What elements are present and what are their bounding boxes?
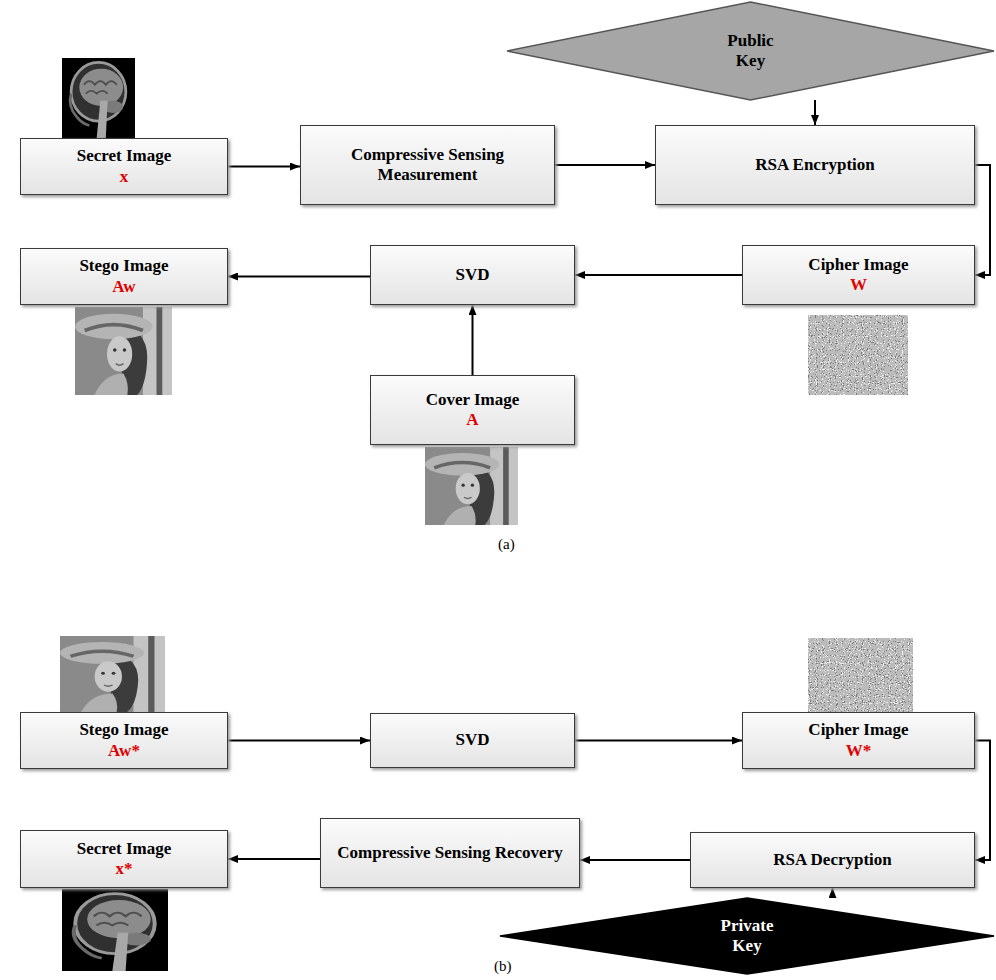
symbol-text: x — [120, 167, 129, 187]
flow-arrow — [228, 858, 320, 860]
symbol-text: W — [850, 275, 867, 295]
flow-arrow — [814, 100, 816, 125]
node-text: Stego Image — [79, 256, 168, 276]
flow-arrow — [975, 165, 990, 275]
cipher-thumbnail — [808, 315, 908, 395]
node-text: Cover Image — [426, 390, 520, 410]
symbol-text: x* — [116, 859, 133, 879]
node-text: RSA Decryption — [773, 850, 892, 870]
image-box: Secret Imagex — [20, 138, 228, 195]
node-text: RSA Encryption — [755, 155, 875, 175]
node-text: Secret Image — [77, 146, 172, 166]
flow-arrow — [575, 274, 742, 276]
stego-thumbnail — [60, 636, 165, 712]
image-box: Cipher ImageW* — [742, 712, 975, 769]
node-text: Cipher Image — [808, 720, 908, 740]
symbol-text: Aw — [112, 277, 135, 297]
flow-arrow — [228, 276, 370, 278]
image-box: Stego ImageAw* — [20, 712, 228, 769]
flow-arrow — [228, 166, 300, 168]
stego-thumbnail — [75, 307, 172, 395]
cover-thumbnail — [425, 447, 518, 525]
mri-thumbnail — [62, 889, 168, 971]
mri-thumbnail — [62, 58, 135, 138]
process-box: Compressive Sensing Recovery — [320, 818, 580, 888]
process-box: RSA Encryption — [655, 125, 975, 205]
diamond-shape — [507, 2, 994, 100]
node-text: Compressive Sensing Measurement — [311, 145, 544, 186]
process-box: SVD — [370, 713, 575, 768]
flow-arrow — [832, 888, 834, 898]
flow-arrow — [975, 741, 990, 861]
image-box: Stego ImageAw — [20, 248, 228, 305]
key-diamond: Private Key — [500, 898, 994, 974]
part-label: (b) — [494, 958, 512, 975]
flow-arrow — [575, 740, 742, 742]
image-box: Cover ImageA — [370, 375, 575, 445]
node-text: Compressive Sensing Recovery — [337, 843, 562, 863]
symbol-text: A — [466, 410, 478, 430]
process-box: RSA Decryption — [690, 832, 975, 888]
node-text: Private Key — [719, 916, 775, 957]
process-box: Compressive Sensing Measurement — [300, 125, 555, 205]
key-diamond: Public Key — [507, 2, 994, 100]
flow-arrow — [555, 164, 655, 166]
symbol-text: W* — [846, 741, 872, 761]
node-text: Stego Image — [79, 720, 168, 740]
symbol-text: Aw* — [108, 741, 140, 761]
node-text: Secret Image — [77, 839, 172, 859]
flow-arrow — [228, 740, 370, 742]
node-text: Public Key — [726, 31, 775, 72]
node-text: SVD — [455, 265, 489, 285]
image-box: Cipher ImageW — [742, 245, 975, 305]
process-box: SVD — [370, 245, 575, 305]
part-label: (a) — [498, 536, 515, 553]
node-text: Cipher Image — [808, 255, 908, 275]
flow-arrow — [472, 305, 474, 375]
flow-arrow — [580, 859, 690, 861]
node-text: SVD — [455, 730, 489, 750]
image-box: Secret Imagex* — [20, 830, 228, 888]
cipher-thumbnail — [808, 638, 913, 712]
diamond-shape — [500, 898, 994, 974]
